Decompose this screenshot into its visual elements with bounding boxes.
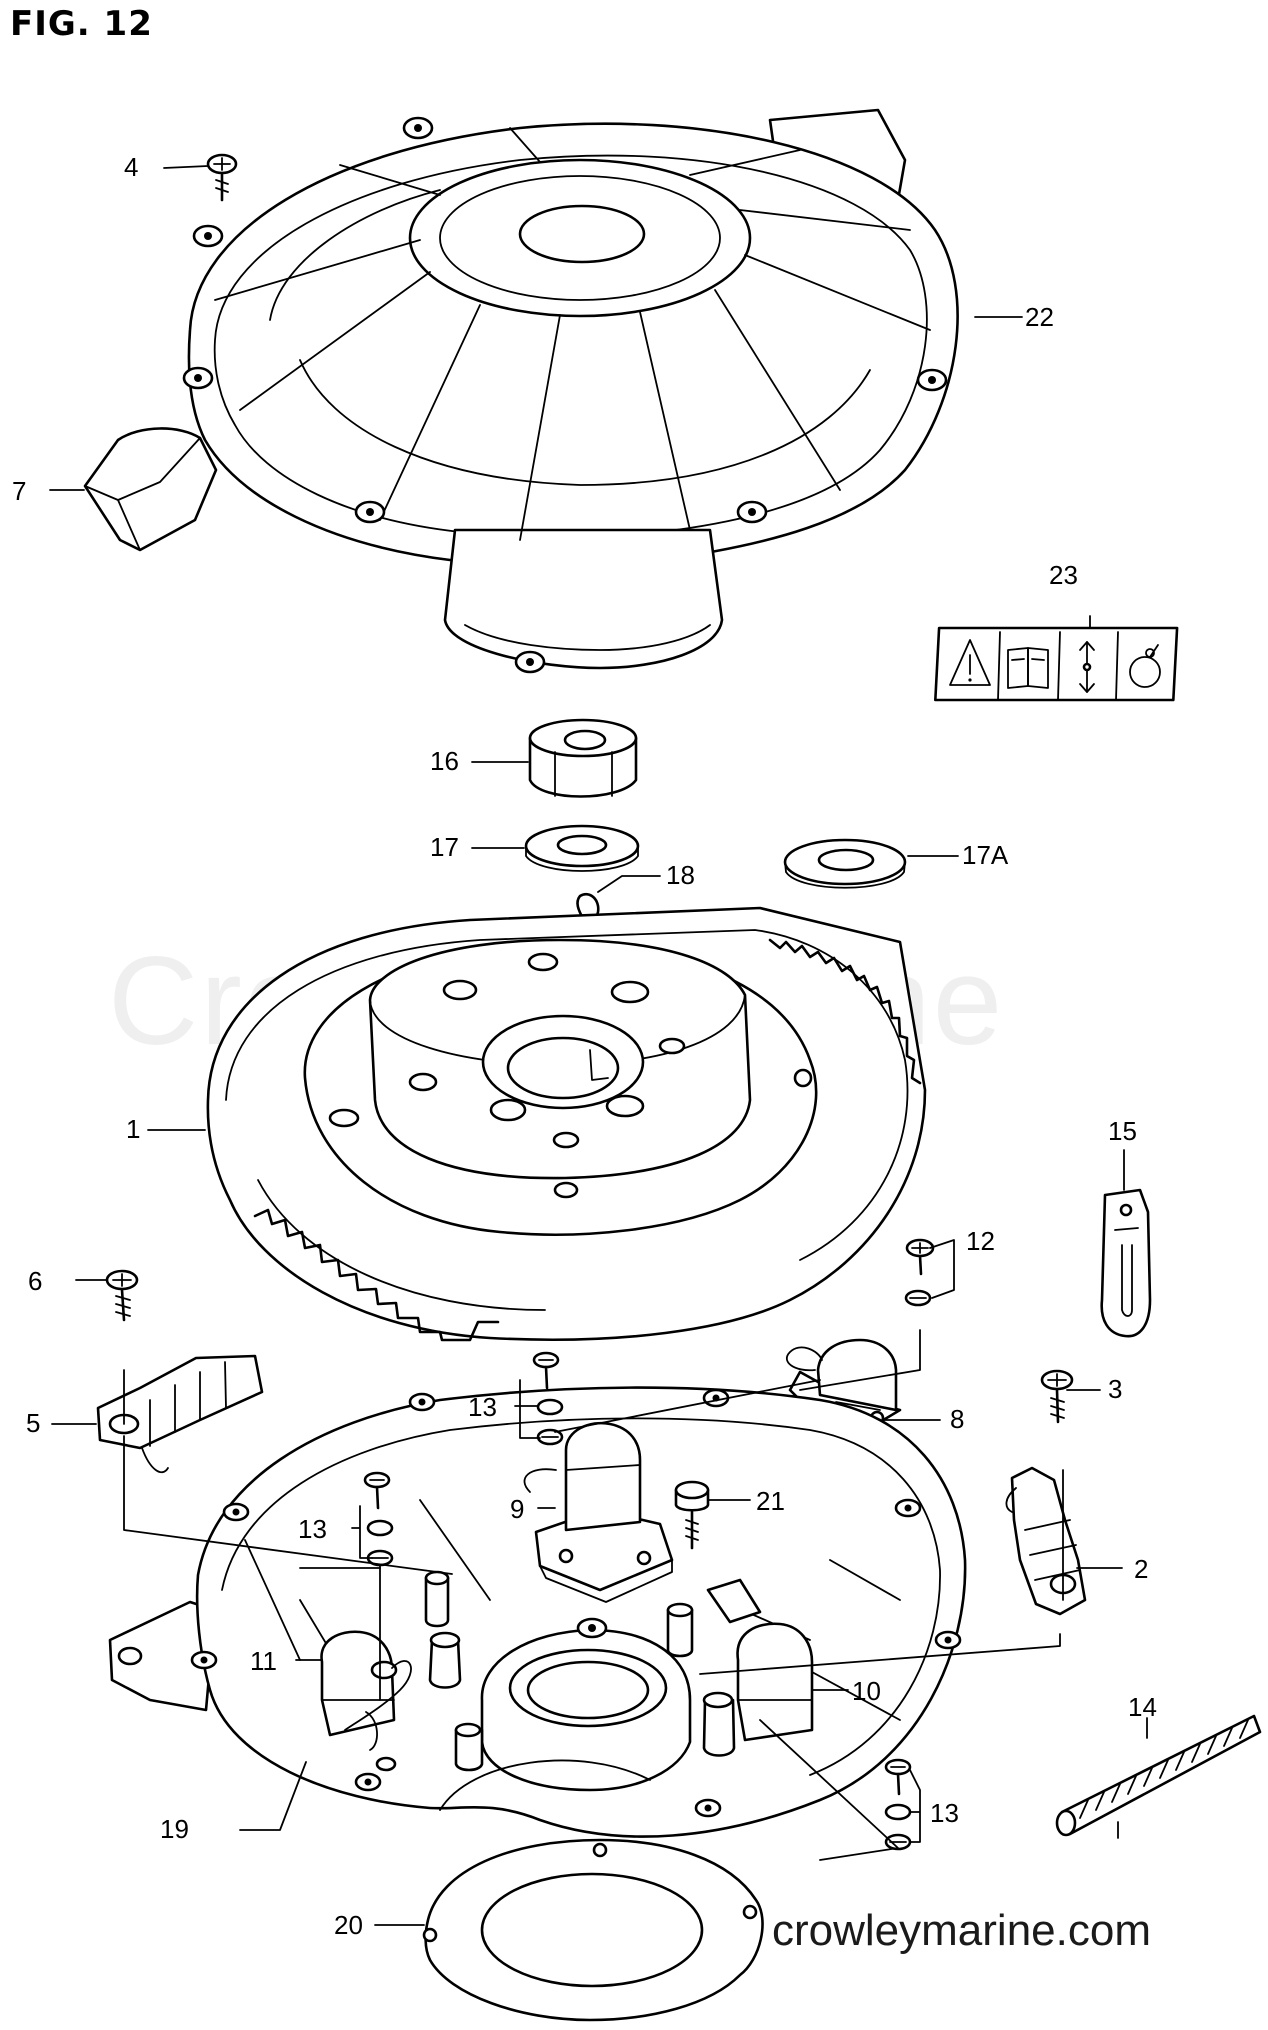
- screw-washer-13b: [363, 1471, 394, 1567]
- callout-15: 15: [1108, 1116, 1137, 1146]
- leader-lines: [49, 165, 1148, 1926]
- charge-coil-8: [785, 1338, 902, 1430]
- manual-book-icon: [1007, 647, 1049, 689]
- callout-3: 3: [1108, 1374, 1122, 1404]
- callout-6: 6: [28, 1266, 42, 1296]
- up-down-arrow-icon: [1079, 641, 1095, 693]
- callout-12: 12: [966, 1226, 995, 1256]
- callout-22: 22: [1025, 302, 1054, 332]
- starter-cover-22: [182, 108, 959, 674]
- callout-9: 9: [510, 1494, 524, 1524]
- pulser-coil-5: [96, 1354, 264, 1474]
- callout-16: 16: [430, 746, 459, 776]
- gasket-20: [422, 1838, 764, 2022]
- screw-washer-13c: [884, 1758, 912, 1851]
- callout-14: 14: [1128, 1692, 1157, 1722]
- callout-20: 20: [334, 1910, 363, 1940]
- screw-washer-12: [904, 1238, 935, 1307]
- exciter-coil-11: [320, 1630, 412, 1772]
- callout-11: 11: [250, 1646, 277, 1676]
- callout-2: 2: [1134, 1554, 1148, 1584]
- callout-labels: 4 22 7 23 16 17 17A 18 1 15 6 12 3 5 13 …: [12, 152, 1157, 1940]
- warning-label-23: [934, 626, 1179, 702]
- callout-18: 18: [666, 860, 695, 890]
- flywheel-1: [206, 906, 927, 1342]
- cap-7: [83, 427, 218, 552]
- callout-7: 7: [12, 476, 26, 506]
- bracket-15: [1100, 1188, 1152, 1338]
- warning-triangle-icon: [949, 639, 991, 686]
- figure-title: FIG. 12: [10, 4, 153, 44]
- callout-4: 4: [124, 152, 138, 182]
- flywheel-nut-16: [528, 718, 638, 798]
- callout-17: 17: [430, 832, 459, 862]
- callout-8: 8: [950, 1404, 964, 1434]
- screw-washer-13a: [532, 1351, 564, 1446]
- callout-13-left: 13: [298, 1514, 327, 1544]
- callout-23: 23: [1049, 560, 1078, 590]
- rod-14: [1055, 1714, 1262, 1837]
- callout-17a: 17A: [962, 840, 1009, 870]
- coil-9: [523, 1421, 674, 1603]
- callout-5: 5: [26, 1408, 40, 1438]
- website-link[interactable]: crowleymarine.com: [772, 1906, 1151, 1955]
- screw-6: [105, 1269, 139, 1322]
- callout-21: 21: [756, 1486, 785, 1516]
- coil-10: [736, 1622, 814, 1742]
- callout-13-lower: 13: [930, 1798, 959, 1828]
- stator-base-19: [108, 1386, 967, 1838]
- washer-17: [524, 824, 640, 872]
- callout-10: 10: [852, 1676, 881, 1706]
- callout-19: 19: [160, 1814, 189, 1844]
- washer-17a: [783, 838, 907, 889]
- screw-3: [1040, 1369, 1074, 1424]
- callout-13-upper: 13: [468, 1392, 497, 1422]
- bolt-21: [674, 1480, 710, 1550]
- screw-4: [206, 153, 238, 202]
- pulser-coil-2: [1005, 1466, 1087, 1616]
- callout-1: 1: [126, 1114, 140, 1144]
- rope-start-icon: [1129, 644, 1161, 688]
